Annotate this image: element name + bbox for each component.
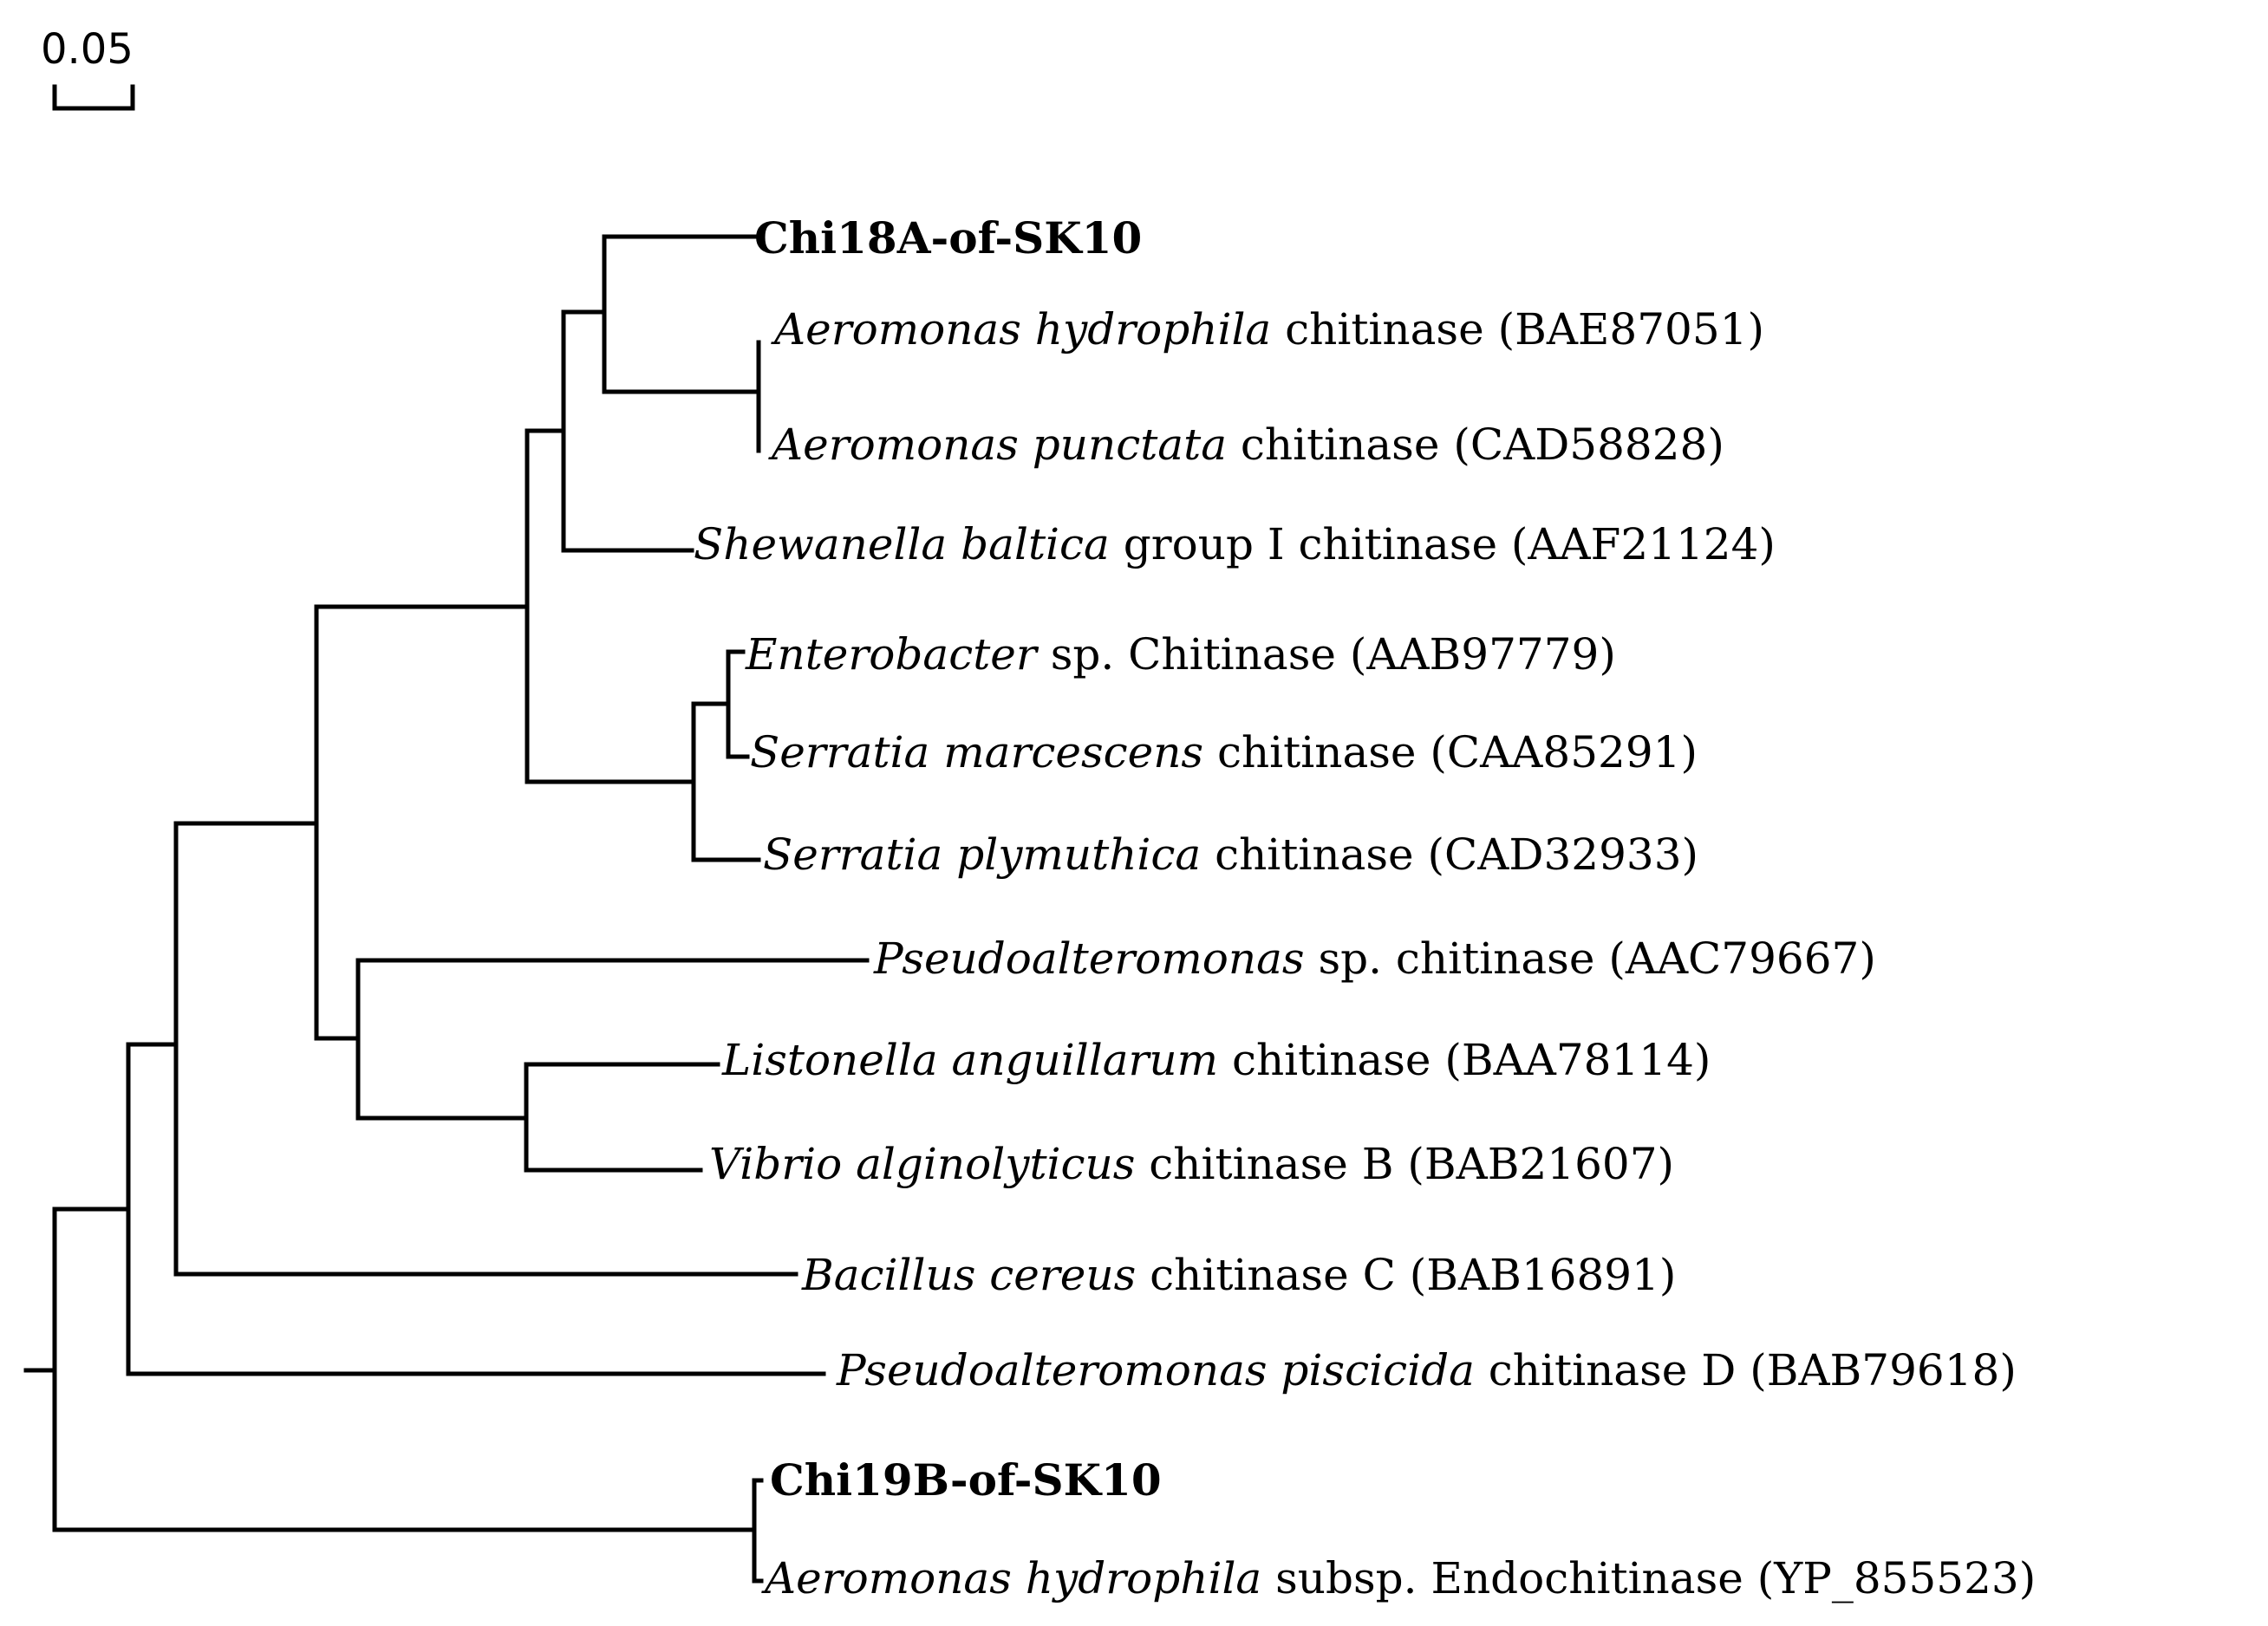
taxon-text-run: chitinase D (BAB79618) [1475, 1345, 2017, 1395]
taxon-label-a-hydrophila: Aeromonas hydrophila chitinase (BAE87051… [771, 304, 1764, 354]
tree-branches [23, 234, 870, 1584]
scale-bar-label: 0.05 [41, 25, 134, 74]
taxon-text-run: Serratia plymuthica [763, 829, 1201, 880]
taxon-text-run: chitinase C (BAB16891) [1136, 1250, 1676, 1300]
taxon-text-run: Pseudoalteromonas piscicida [836, 1345, 1475, 1395]
taxon-label-v-alginolyticus: Vibrio alginolyticus chitinase B (BAB216… [709, 1139, 1674, 1189]
taxon-text-run: Pseudoalteromonas [873, 933, 1305, 984]
taxon-text-run: Bacillus cereus [801, 1250, 1136, 1300]
taxon-label-s-plymuthica: Serratia plymuthica chitinase (CAD32933) [763, 829, 1698, 880]
taxon-text-run: chitinase (CAD32933) [1201, 829, 1698, 880]
taxon-label-a-hydrophila-subsp: Aeromonas hydrophila subsp. Endochitinas… [761, 1553, 2036, 1603]
taxon-label-chi18a: Chi18A-of-SK10 [754, 212, 1142, 263]
taxon-text-run: Chi18A-of-SK10 [754, 212, 1142, 263]
taxon-text-run: Shewanella baltica [694, 519, 1110, 569]
scale-bar: 0.05 [41, 25, 135, 111]
taxon-text-run: Aeromonas punctata [768, 420, 1227, 470]
taxon-label-l-anguillarum: Listonella anguillarum chitinase (BAA781… [721, 1035, 1711, 1085]
taxon-text-run: chitinase (BAE87051) [1271, 304, 1764, 354]
taxon-text-run: chitinase (BAA78114) [1218, 1035, 1711, 1085]
taxon-text-run: Aeromonas hydrophila [761, 1553, 1261, 1603]
taxon-text-run: chitinase (CAA85291) [1203, 727, 1698, 777]
scale-bar-line [52, 84, 135, 111]
taxon-label-enterobacter: Enterobacter sp. Chitinase (AAB97779) [745, 629, 1616, 680]
taxon-text-run: subsp. Endochitinase (YP_855523) [1261, 1553, 2036, 1603]
taxon-label-chi19b: Chi19B-of-SK10 [770, 1454, 1162, 1506]
taxon-label-b-cereus: Bacillus cereus chitinase C (BAB16891) [801, 1250, 1676, 1300]
taxon-label-pseudoalteromonas-sp: Pseudoalteromonas sp. chitinase (AAC7966… [873, 933, 1876, 984]
taxon-labels: Chi18A-of-SK10 Aeromonas hydrophila chit… [694, 212, 2036, 1603]
taxon-text-run: Serratia marcescens [750, 727, 1203, 777]
taxon-label-a-punctata: Aeromonas punctata chitinase (CAD58828) [768, 420, 1724, 470]
taxon-text-run: Vibrio alginolyticus [709, 1139, 1135, 1189]
taxon-text-run: Listonella anguillarum [721, 1035, 1218, 1085]
taxon-text-run: Enterobacter [745, 629, 1040, 680]
taxon-text-run: chitinase B (BAB21607) [1135, 1139, 1674, 1189]
taxon-label-s-baltica: Shewanella baltica group I chitinase (AA… [694, 519, 1776, 569]
taxon-text-run: chitinase (CAD58828) [1227, 420, 1724, 470]
taxon-text-run: group I chitinase (AAF21124) [1110, 519, 1776, 569]
taxon-text-run: sp. chitinase (AAC79667) [1305, 933, 1876, 984]
taxon-text-run: Aeromonas hydrophila [771, 304, 1271, 354]
taxon-text-run: sp. Chitinase (AAB97779) [1037, 629, 1616, 680]
taxon-label-s-marcescens: Serratia marcescens chitinase (CAA85291) [750, 727, 1698, 777]
taxon-label-p-piscicida: Pseudoalteromonas piscicida chitinase D … [836, 1345, 2017, 1395]
taxon-text-run: Chi19B-of-SK10 [770, 1454, 1162, 1506]
